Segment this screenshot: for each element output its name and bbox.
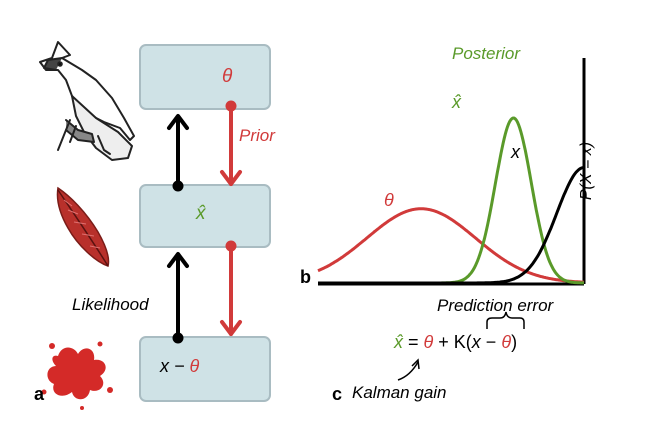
upward-arrow-top [167,114,189,188]
likelihood-curve-label: x [511,142,520,162]
eq-plus-k: + K( [433,332,472,352]
likelihood-label: Likelihood [72,295,149,314]
distribution-curves [317,116,585,285]
eq-equals: = [403,332,424,352]
panel-b-label: b [300,267,311,287]
red-dot-bottom [225,240,237,252]
prior-label: Prior [239,126,275,145]
source-dot-top [172,180,184,192]
posterior-curve-label: x̂ [452,92,461,112]
downward-arrow-top [220,104,242,186]
likelihood-curve [318,166,585,285]
eq-theta-2: θ [501,332,512,352]
panel-a-label: a [34,384,45,404]
x-minus-text: x − [160,356,190,376]
eq-xhat: x̂ [394,332,403,352]
kalman-gain-arrow [397,361,419,381]
theta-box-symbol: θ [222,66,233,87]
eq-minus: − [480,332,502,352]
posterior-curve [318,116,584,285]
prediction-error-label: Prediction error [437,296,554,315]
kalman-gain-label: Kalman gain [352,383,447,402]
kalman-equation: x̂ = θ + K(x − θ) [394,332,517,353]
posterior-label: Posterior [452,44,521,63]
kalman-gain-arrowhead [411,358,420,370]
prior-curve-label: θ [384,190,394,210]
prediction-error-bracket [486,311,525,329]
cardinal-bird-icon [39,41,135,161]
y-axis-label: P(X = x) [578,141,596,201]
prior-curve [317,207,585,284]
red-dot-top [225,100,237,112]
upward-arrow-bottom [167,252,189,340]
xhat-box [139,184,271,248]
theta-text: θ [189,356,200,376]
x-minus-theta-symbol: x − θ [160,356,199,377]
x-minus-theta-box [139,336,271,402]
panel-c-label: c [332,384,343,404]
red-splat-icon [41,341,113,410]
downward-arrow-bottom [220,244,242,336]
eq-x: x [471,332,481,352]
red-feather-icon [56,186,110,267]
source-dot-bottom [172,332,184,344]
eq-theta-1: θ [423,332,434,352]
xhat-box-symbol: x̂ [196,203,206,224]
theta-box [139,44,271,110]
eq-close: ) [511,332,518,352]
